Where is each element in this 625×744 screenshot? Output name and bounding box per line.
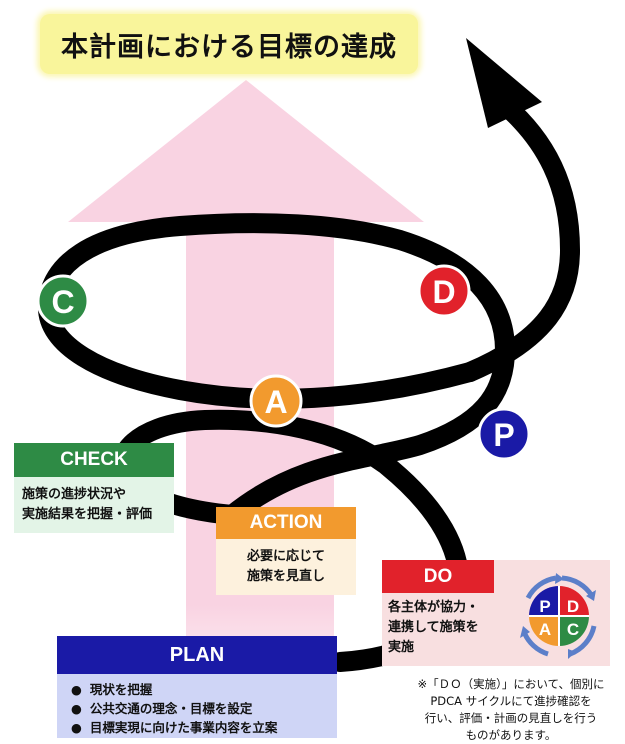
badge-c: C (36, 274, 90, 328)
mini-letter-a: A (539, 620, 551, 639)
do-header: DO (382, 560, 494, 593)
badge-d-letter: D (432, 274, 455, 310)
badge-a: A (249, 374, 303, 428)
page-title: 本計画における目標の達成 (40, 14, 418, 74)
badge-p-letter: P (493, 417, 514, 453)
plan-item: 公共交通の理念・目標を設定 (71, 699, 337, 718)
mini-wedge-d (559, 586, 589, 616)
badge-d: D (417, 264, 471, 318)
action-line: 必要に応じて (246, 549, 325, 564)
mini-pdca-wheel: P D A C (520, 573, 597, 659)
badge-p: P (477, 407, 531, 461)
mini-wedge-c (559, 616, 589, 646)
do-line: 各主体が協力・ (388, 600, 480, 615)
do-line: 実施 (388, 640, 415, 655)
spiral-middle-loop (38, 213, 516, 525)
mini-letter-p: P (539, 597, 550, 616)
plan-item: 現状を把握 (71, 680, 337, 699)
mini-wedge-p (529, 586, 559, 616)
plan-header: PLAN (57, 636, 337, 674)
mini-letter-d: D (567, 597, 579, 616)
plan-item: 目標実現に向けた事業内容を立案 (71, 718, 337, 737)
mini-letter-c: C (567, 620, 579, 639)
check-line: 施策の進捗状況や (22, 487, 127, 502)
do-line: 連携して施策を (388, 620, 479, 635)
badge-c-letter: C (51, 284, 74, 320)
footnote-line: ※「ＤＯ（実施）」において、個別に (417, 677, 605, 691)
mini-wedge-a (529, 616, 559, 646)
check-description: 施策の進捗状況や 実施結果を把握・評価 (14, 477, 174, 533)
action-header: ACTION (216, 507, 356, 539)
plan-description: 現状を把握 公共交通の理念・目標を設定 目標実現に向けた事業内容を立案 (57, 674, 337, 738)
footnote: ※「ＤＯ（実施）」において、個別に PDCA サイクルにて進捗確認を 行い、評価… (398, 676, 624, 744)
check-line: 実施結果を把握・評価 (22, 507, 153, 522)
footnote-line: ものがあります。 (465, 728, 557, 742)
badge-a-letter: A (264, 384, 287, 420)
action-description: 必要に応じて 施策を見直し (216, 539, 356, 595)
footnote-line: PDCA サイクルにて進捗確認を (430, 694, 592, 708)
footnote-line: 行い、評価・計画の見直しを行う (424, 711, 598, 725)
spiral-arrowhead (466, 38, 542, 128)
action-line: 施策を見直し (246, 569, 325, 584)
check-header: CHECK (14, 443, 174, 477)
spiral-upper-loop (460, 95, 581, 382)
do-description: 各主体が協力・ 連携して施策を 実施 (388, 598, 512, 664)
